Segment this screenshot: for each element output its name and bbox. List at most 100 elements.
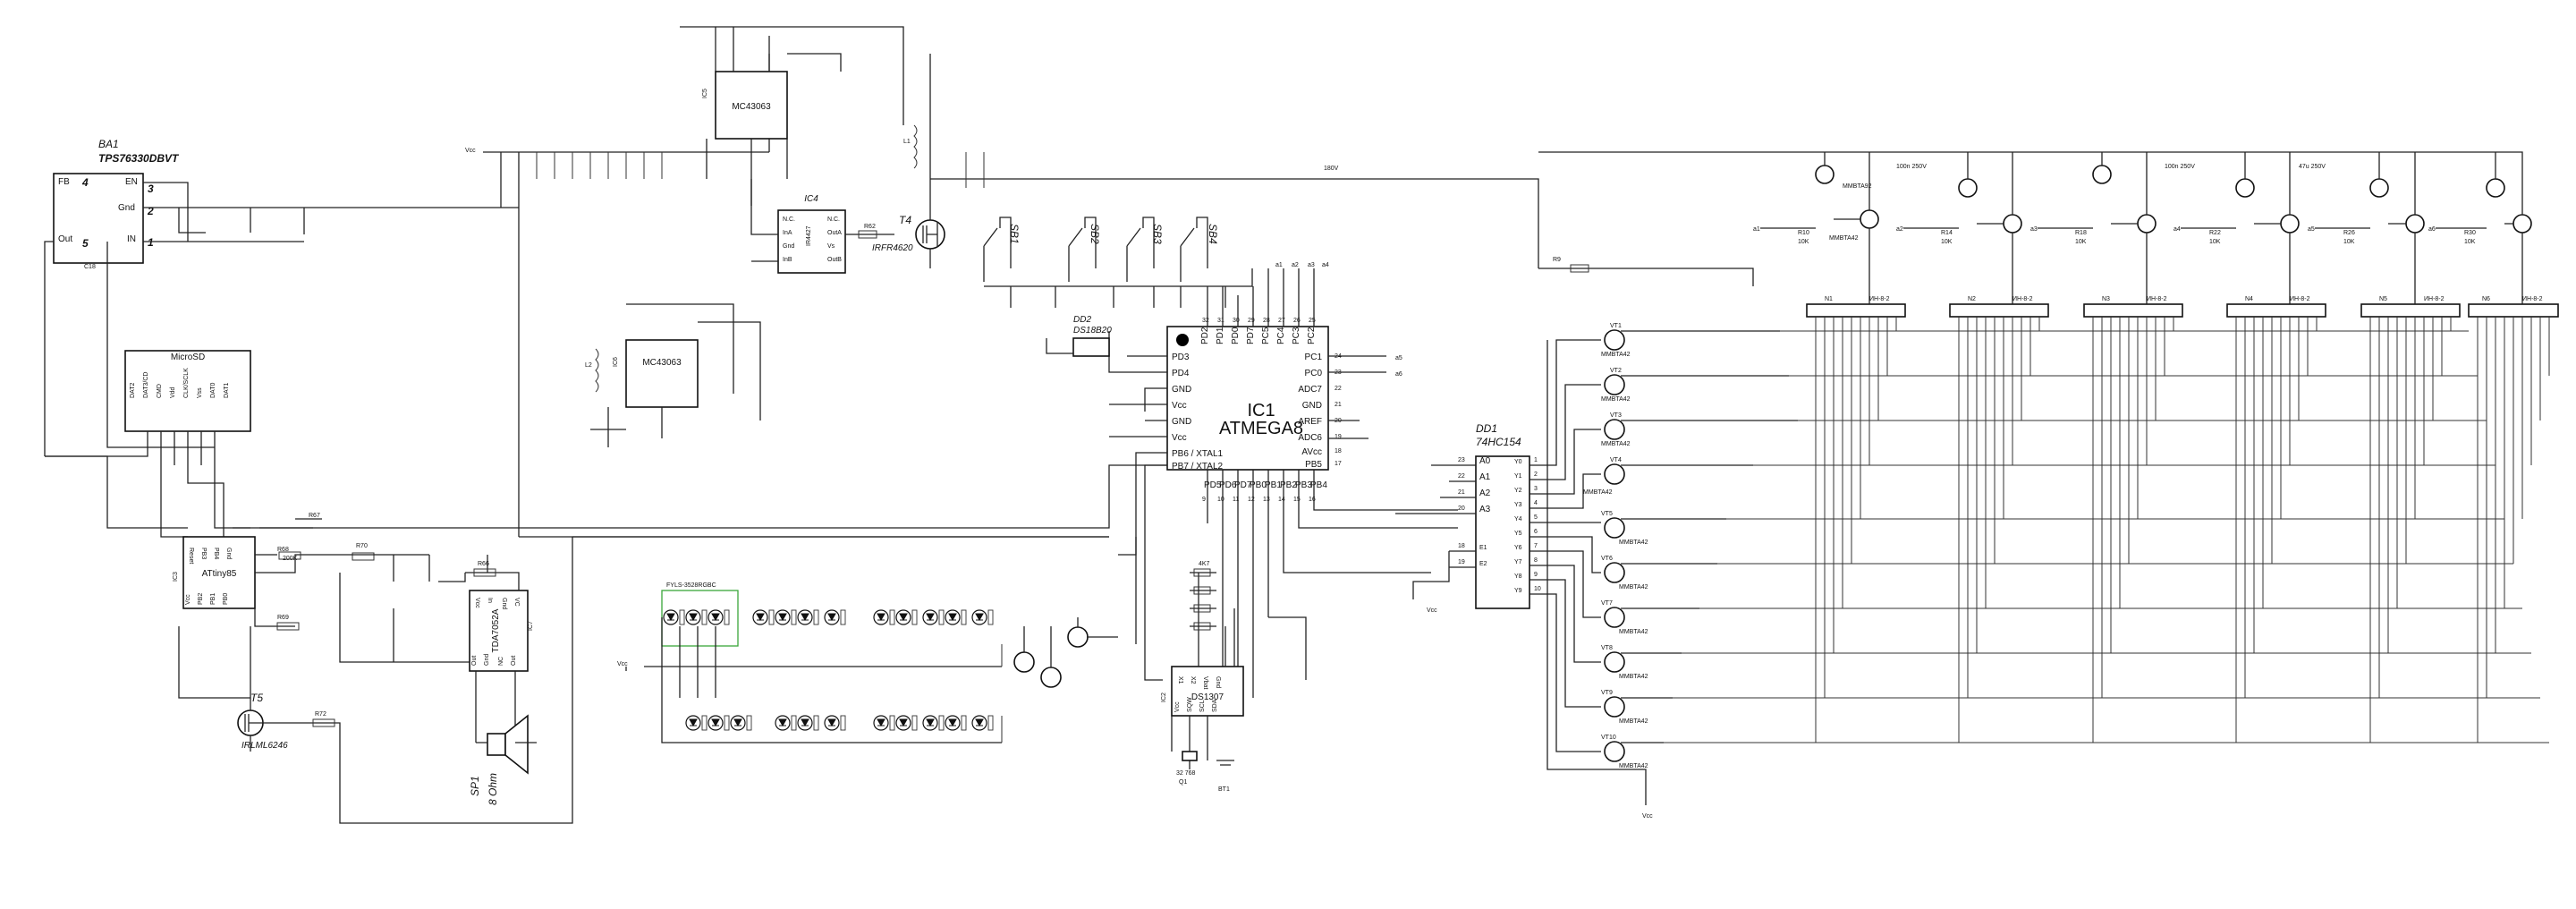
vcc-label-dd1: Vcc <box>1427 607 1437 614</box>
ic3-part: ATtiny85 <box>202 569 237 579</box>
nixie-tube-n3: N3 ИН-8-2 <box>2083 296 2183 743</box>
vt10-part: MMBTA42 <box>1619 763 1648 769</box>
ad2-net: a2 <box>1896 226 1903 233</box>
dd1-n9: 9 <box>1534 572 1538 578</box>
dd1-n22: 22 <box>1458 473 1465 480</box>
sd-dat2: DAT2 <box>130 383 136 398</box>
switch-sb1[interactable]: SB1 <box>983 217 1021 282</box>
microsd-connector: MicroSD DAT2 DAT3/CD CMD Vdd CLK/SCLK Vs… <box>45 350 251 538</box>
ic1-n31: 31 <box>1217 318 1224 324</box>
dd1-n18: 18 <box>1458 543 1465 549</box>
dd1-n2: 2 <box>1534 471 1538 478</box>
dd1-y8: Y8 <box>1514 573 1522 580</box>
switch-sb2[interactable]: SB2 <box>1068 217 1101 282</box>
ic1-pd7: PD7 <box>1234 480 1252 490</box>
vt4-ref: VT4 <box>1610 457 1622 463</box>
ba1-ref: BA1 <box>98 138 119 150</box>
n2-ref: N2 <box>1968 296 1976 302</box>
vt2-ref: VT2 <box>1610 368 1622 374</box>
dd1-a1: A1 <box>1479 472 1491 482</box>
dd1-y0: Y0 <box>1514 459 1522 465</box>
led-bottom-4 <box>797 715 819 731</box>
dd1-n10: 10 <box>1534 586 1541 592</box>
dd1-ref: DD1 <box>1476 422 1497 435</box>
ic7-vc: VC <box>513 598 520 607</box>
ic5-mc43063: MC43063 IC5 <box>680 26 904 206</box>
ic1-adc7: ADC7 <box>1298 385 1322 395</box>
ic1-n26: 26 <box>1293 318 1301 324</box>
vcc-label-bottom: Vcc <box>1642 813 1653 820</box>
r67-label: R67 <box>309 513 320 519</box>
anode-drivers: R10 10K MMBTA42 MMBTA92 a1 R14 10K a2 R1… <box>1753 152 2532 304</box>
switch-sb4[interactable]: SB4 <box>1180 217 1219 282</box>
vt5-ref: VT5 <box>1601 511 1613 517</box>
nixie-tube-n2: N2 ИН-8-2 <box>1949 296 2049 743</box>
n3-ref: N3 <box>2102 296 2110 302</box>
ic2-ref: IC2 <box>1161 692 1167 702</box>
n5-part: ИН-8-2 <box>2424 296 2445 302</box>
transistor-t4: T4 IRFR4620 R62 L1 <box>858 54 945 268</box>
anode-driver-2: R14 10K a2 <box>1896 152 2022 304</box>
ic4-pin-outa: OutA <box>827 230 842 236</box>
led-bottom-row <box>685 715 994 731</box>
vt8-ref: VT8 <box>1601 645 1613 651</box>
vt6-ref: VT6 <box>1601 556 1613 562</box>
ic3-gnd: Gnd <box>225 548 232 559</box>
ic1-left-pins: PD3 PD4 GND Vcc GND Vcc PB6 / XTAL1 PB7 … <box>1172 353 1224 471</box>
dd1-e1: E1 <box>1479 545 1487 551</box>
speaker-icon <box>504 714 529 775</box>
led-bottom-7 <box>895 715 918 731</box>
r26-value: 10K <box>2343 239 2355 245</box>
ic1-n11: 11 <box>1233 497 1239 503</box>
ic1-pc5: PC5 <box>1261 327 1271 344</box>
dd2-ref: DD2 <box>1073 315 1091 325</box>
ic1-n29: 29 <box>1248 318 1255 324</box>
ic2-part: DS1307 <box>1191 692 1224 702</box>
led-top-1 <box>685 609 708 625</box>
anode-driver-6: R30 10K a6 <box>2428 152 2532 304</box>
ic1-pc0: PC0 <box>1305 369 1323 378</box>
ad1-pnp: MMBTA92 <box>1843 183 1872 190</box>
ic1-n9: 9 <box>1202 497 1206 503</box>
dd1-y3: Y3 <box>1514 502 1522 508</box>
l2-label: L2 <box>585 362 592 369</box>
ic4-pin-vs: Vs <box>827 243 835 250</box>
dd1-n19: 19 <box>1458 559 1465 565</box>
ic1-pb4: PB4 <box>1310 480 1327 490</box>
speaker-sp1: SP1 8 Ohm <box>469 714 537 805</box>
dd1-y5: Y5 <box>1514 531 1522 537</box>
ic1-aref: AREF <box>1298 417 1322 427</box>
n6-ref: N6 <box>2482 296 2490 302</box>
ba1-pin1: 1 <box>148 236 154 249</box>
ic2-sqw: SQW <box>1187 697 1193 712</box>
dd1-part: 74HC154 <box>1476 436 1521 448</box>
dd1-e2: E2 <box>1479 561 1487 567</box>
ic2-ds1307: DS1307 IC2 X1 X2 Vbat Gnd Vcc SQW SCL SD… <box>1161 561 1244 793</box>
ic1-pc2: PC2 <box>1307 327 1317 344</box>
r30-label: R30 <box>2464 230 2476 236</box>
net-a6-label: a6 <box>1395 371 1402 378</box>
led-top-row <box>663 609 994 625</box>
ba1-out: Out <box>58 234 72 244</box>
vcc-label-leds: Vcc <box>617 661 628 667</box>
r14-value: 10K <box>1941 239 1953 245</box>
nixie-tube-n6: N6 ИН-8-2 <box>2468 296 2559 743</box>
n4-ref: N4 <box>2245 296 2253 302</box>
r72-label: R72 <box>315 711 326 718</box>
ic7-in: In <box>487 598 493 603</box>
ic1-n22: 22 <box>1335 386 1342 392</box>
dd1-a2: A2 <box>1479 488 1491 498</box>
net-a3-label: a3 <box>1308 262 1315 268</box>
switch-sb3[interactable]: SB3 <box>1126 217 1164 282</box>
ic3-pb4: PB4 <box>213 548 219 559</box>
vt7-part: MMBTA42 <box>1619 629 1648 635</box>
ic7-nc: NC <box>498 657 504 666</box>
dd1-y7: Y7 <box>1514 559 1522 565</box>
ic2-vcc: Vcc <box>1174 701 1181 712</box>
ic4-ref: IC4 <box>804 194 818 204</box>
ic1-bottom-pins: PD5 PD6 PD7 PB0 PB1 PB2 PB3 PB4 9 10 11 … <box>1202 480 1327 503</box>
